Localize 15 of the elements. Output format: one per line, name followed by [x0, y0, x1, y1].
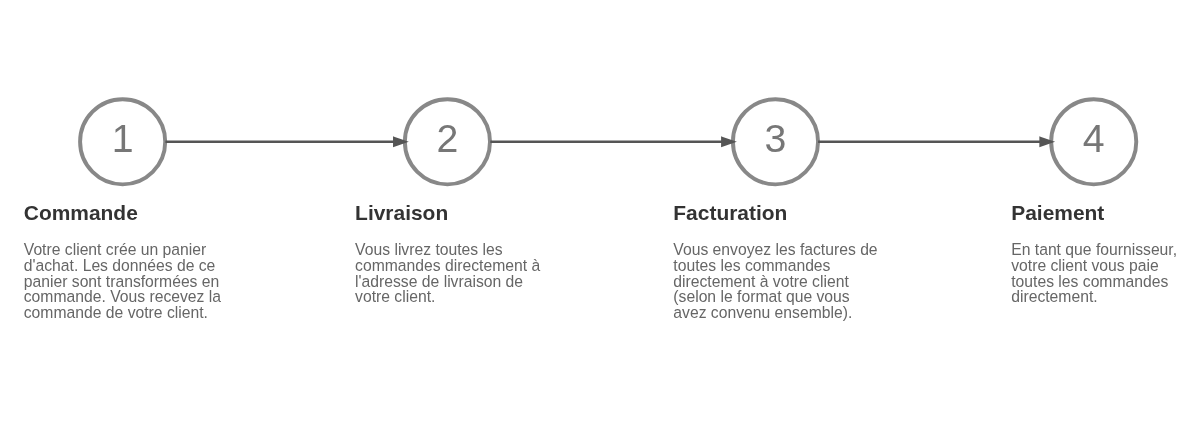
node-label: Vous envoyez les factures de toutes les commandes directement à votre client (selon le format que vous avez convenu ensemble). [673, 240, 878, 321]
arrow [165, 135, 409, 147]
node-label: Commande [23, 200, 138, 224]
arrow [818, 135, 1056, 147]
node-label: Votre client crée un panier d'achat. Les données de ce panier sont transformées en commande. Vous recevez la commande de votre client. [23, 240, 222, 321]
arrow [490, 135, 737, 147]
node-circle: 3 [730, 96, 820, 186]
node-label: En tant que fournisseur, votre client vous paie toutes les commandes directement. [1011, 240, 1178, 305]
node-label: Livraison [355, 200, 449, 224]
node-circle: 1 [78, 96, 168, 186]
node-circle: 2 [402, 96, 492, 186]
node-label: Facturation [673, 200, 788, 224]
node-label: Paiement [1011, 200, 1105, 224]
node-circle: 4 [1049, 96, 1139, 186]
node-label: Vous livrez toutes les commandes directement à l'adresse de livraison de votre client. [355, 240, 541, 305]
